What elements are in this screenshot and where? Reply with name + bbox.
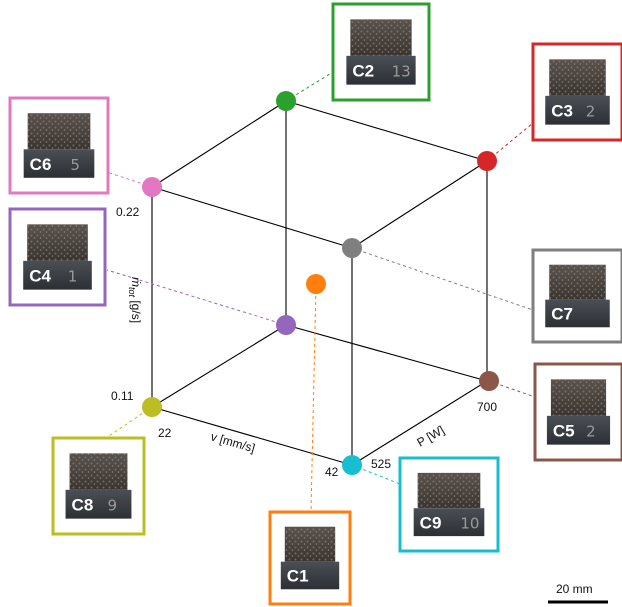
- sample-photo-c7: C7: [531, 248, 622, 344]
- marker-c7: [342, 238, 362, 258]
- sample-base: [23, 260, 92, 290]
- v-min-label: 22: [158, 426, 172, 440]
- connector-c1: [310, 283, 317, 513]
- marker-c6: [142, 177, 162, 197]
- sample-photo-c2: C2 13: [331, 2, 431, 102]
- sample-texture-speckle: [549, 264, 606, 300]
- mdot-max-label: 0.22: [116, 205, 140, 219]
- sample-texture-speckle: [27, 113, 91, 150]
- sample-label-c1: C1: [287, 567, 309, 586]
- sample-photo-c5: C5 2: [533, 362, 622, 462]
- sample-texture-speckle: [284, 526, 336, 562]
- sample-handwritten-mark: 2: [586, 423, 596, 441]
- sample-texture-speckle: [350, 19, 412, 56]
- marker-c5: [479, 371, 499, 391]
- sample-base: [545, 299, 610, 328]
- sample-texture-speckle: [549, 59, 606, 96]
- sample-label-c7: C7: [551, 305, 573, 324]
- cube-edge: [151, 186, 353, 249]
- sample-base: [413, 508, 485, 537]
- p-min-label: 525: [371, 457, 391, 471]
- cube-edge: [285, 324, 488, 382]
- cube-edge: [285, 100, 488, 162]
- marker-c9: [342, 455, 362, 475]
- p-axis-title: P [W]: [415, 423, 447, 450]
- marker-c8: [142, 397, 162, 417]
- mdot-axis-title: ṁtot [g/s]: [127, 277, 143, 323]
- sample-handwritten-mark: 13: [392, 63, 411, 81]
- sample-handwritten-mark: 2: [586, 103, 596, 121]
- cube-edge: [151, 406, 353, 466]
- marker-c2: [276, 91, 296, 111]
- sample-texture-speckle: [550, 379, 607, 416]
- sample-label-c6: C6: [30, 155, 52, 174]
- mdot-symbol: ṁ: [129, 277, 143, 287]
- cube-edges: [151, 100, 488, 466]
- mdot-unit: [g/s]: [129, 297, 143, 323]
- v-max-label: 42: [325, 465, 339, 479]
- marker-c4: [276, 315, 296, 335]
- sample-texture-speckle: [417, 472, 481, 509]
- sample-label-c4: C4: [29, 267, 51, 286]
- sample-base: [23, 149, 95, 178]
- sample-photo-c4: C4 1: [8, 207, 107, 307]
- connector-c4: [106, 269, 287, 326]
- sample-photo-c8: C8 9: [51, 436, 146, 536]
- p-max-label: 700: [477, 400, 497, 414]
- sample-base: [346, 55, 416, 85]
- sample-handwritten-mark: 1: [68, 268, 78, 286]
- sample-handwritten-mark: 5: [70, 156, 80, 174]
- scale-bar-label: 20 mm: [556, 582, 593, 596]
- connector-c3: [486, 122, 534, 162]
- sample-photo-c6: C6 5: [8, 96, 110, 195]
- sample-texture-speckle: [27, 224, 88, 261]
- sample-base: [65, 489, 132, 519]
- marker-c1: [306, 274, 326, 294]
- mdot-min-label: 0.11: [111, 389, 134, 403]
- cube-edge: [151, 324, 287, 408]
- sample-base: [280, 561, 340, 590]
- cube-edge: [351, 160, 488, 249]
- sample-base: [546, 415, 611, 445]
- sample-photo-c3: C3 2: [531, 42, 622, 142]
- cube-edge: [151, 100, 287, 188]
- v-axis-title: v [mm/s]: [209, 429, 256, 455]
- sample-handwritten-mark: 10: [460, 514, 479, 532]
- marker-c3: [477, 151, 497, 171]
- sample-label-c8: C8: [72, 496, 94, 515]
- sample-label-c5: C5: [553, 422, 575, 441]
- mdot-subscript: tot: [127, 287, 137, 298]
- sample-texture-speckle: [69, 453, 128, 490]
- sample-photo-c9: C9 10: [398, 456, 500, 553]
- connector-c7: [351, 247, 534, 311]
- sample-base: [545, 95, 610, 125]
- sample-label-c2: C2: [352, 62, 374, 81]
- cube-edge: [351, 380, 488, 466]
- sample-photo-c1: C1: [268, 510, 352, 606]
- sample-handwritten-mark: 9: [107, 497, 117, 515]
- connector-c8: [102, 406, 153, 441]
- corner-markers: [142, 91, 499, 475]
- sample-label-c9: C9: [420, 513, 442, 532]
- sample-label-c3: C3: [551, 102, 573, 121]
